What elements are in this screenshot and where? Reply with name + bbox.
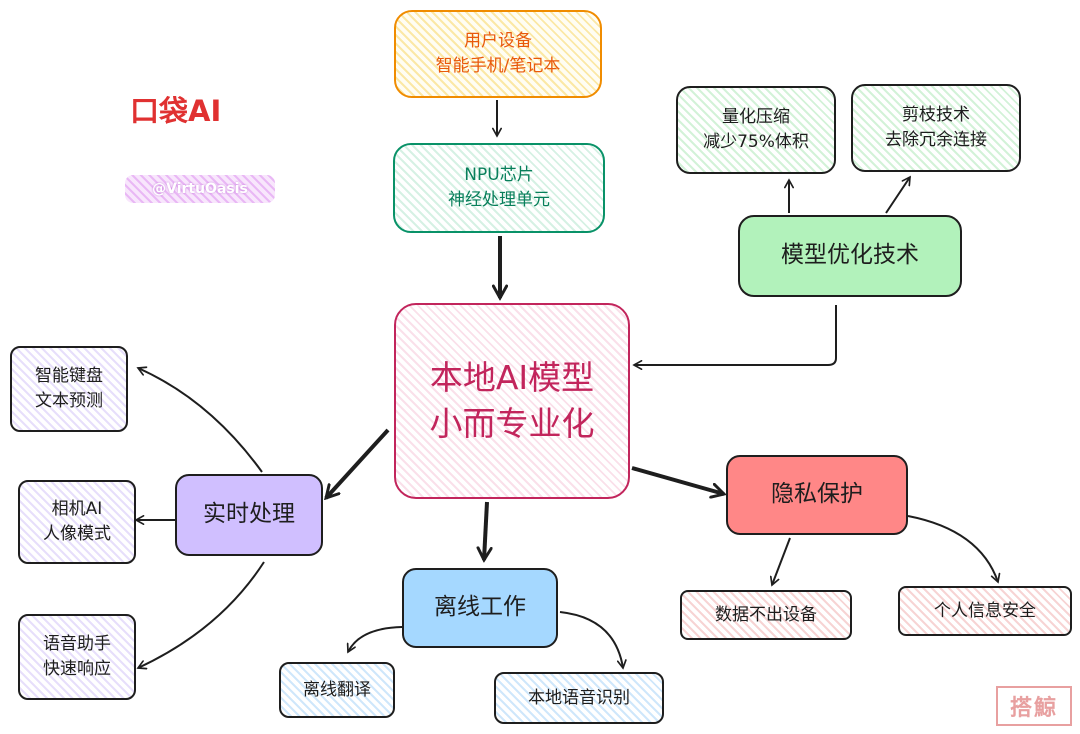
node-voice-assistant-line2: 快速响应 xyxy=(43,659,111,679)
node-offline-translation-label: 离线翻译 xyxy=(303,679,371,700)
node-data-stays-label: 数据不出设备 xyxy=(715,604,817,625)
node-camera-ai-line1: 相机AI xyxy=(51,499,103,520)
edge-center-to-offline xyxy=(484,501,487,560)
node-model-optimization: 模型优化技术 xyxy=(738,215,962,297)
node-privacy-label: 隐私保护 xyxy=(771,481,863,508)
node-pruning-line2: 去除冗余连接 xyxy=(885,130,987,150)
watermark-text: @VirtuOasis xyxy=(152,181,248,197)
node-offline-work: 离线工作 xyxy=(402,568,558,648)
edge-optimization-to-pruning xyxy=(885,177,910,214)
seal-stamp: 搭鯨 xyxy=(996,686,1072,726)
edge-realtime-to-keyboard xyxy=(138,368,263,473)
node-pruning-line1: 剪枝技术 xyxy=(902,105,970,126)
node-realtime-label: 实时处理 xyxy=(203,501,295,528)
node-smart-keyboard: 智能键盘 文本预测 xyxy=(10,346,128,432)
node-center-line1: 本地AI模型 xyxy=(429,357,595,397)
node-privacy-protection: 隐私保护 xyxy=(726,455,908,535)
node-user-device-line2: 智能手机/笔记本 xyxy=(435,56,561,76)
node-quantization-line2: 减少75%体积 xyxy=(703,132,809,152)
brand-title: 口袋AI xyxy=(130,88,221,130)
edge-offline-to-speech xyxy=(559,611,623,668)
edge-center-to-realtime xyxy=(326,428,390,498)
node-smart-keyboard-line1: 智能键盘 xyxy=(35,366,103,387)
node-user-device-line1: 用户设备 xyxy=(464,31,532,52)
edge-offline-to-translation xyxy=(348,626,403,652)
brand-prefix: 口袋 xyxy=(130,94,189,128)
node-realtime-processing: 实时处理 xyxy=(175,474,323,556)
edge-realtime-to-voice xyxy=(138,561,265,668)
node-center-line2: 小而专业化 xyxy=(429,404,595,443)
node-npu-chip-line2: 神经处理单元 xyxy=(448,190,550,210)
node-camera-ai-line2: 人像模式 xyxy=(43,524,111,544)
node-voice-assistant: 语音助手 快速响应 xyxy=(18,614,136,700)
brand-suffix: AI xyxy=(188,94,222,128)
node-quantization-line1: 量化压缩 xyxy=(722,107,790,128)
node-offline-label: 离线工作 xyxy=(434,594,526,621)
node-camera-ai: 相机AI 人像模式 xyxy=(18,480,136,564)
node-smart-keyboard-line2: 文本预测 xyxy=(35,391,103,411)
node-center-local-ai-model: 本地AI模型 小而专业化 xyxy=(394,303,630,499)
node-model-optimization-label: 模型优化技术 xyxy=(781,242,919,269)
node-offline-translation: 离线翻译 xyxy=(279,662,395,718)
node-data-stays-on-device: 数据不出设备 xyxy=(680,590,852,640)
edge-privacy-to-personal xyxy=(907,515,998,582)
node-local-speech-label: 本地语音识别 xyxy=(528,687,630,708)
node-personal-info-security: 个人信息安全 xyxy=(898,586,1072,636)
node-pruning: 剪枝技术 去除冗余连接 xyxy=(851,84,1021,172)
edge-center-to-privacy xyxy=(631,466,724,494)
node-npu-chip-line1: NPU芯片 xyxy=(464,165,534,186)
edge-optimization-to-center xyxy=(634,305,837,365)
node-npu-chip: NPU芯片 神经处理单元 xyxy=(393,143,605,233)
edge-privacy-to-data xyxy=(772,537,791,585)
node-quantization: 量化压缩 减少75%体积 xyxy=(676,86,836,174)
seal-stamp-text: 搭鯨 xyxy=(1009,696,1058,721)
watermark: @VirtuOasis xyxy=(125,175,275,203)
node-local-speech-recognition: 本地语音识别 xyxy=(494,672,664,724)
node-user-device: 用户设备 智能手机/笔记本 xyxy=(394,10,602,98)
node-personal-info-label: 个人信息安全 xyxy=(934,600,1036,621)
node-voice-assistant-line1: 语音助手 xyxy=(43,634,111,655)
